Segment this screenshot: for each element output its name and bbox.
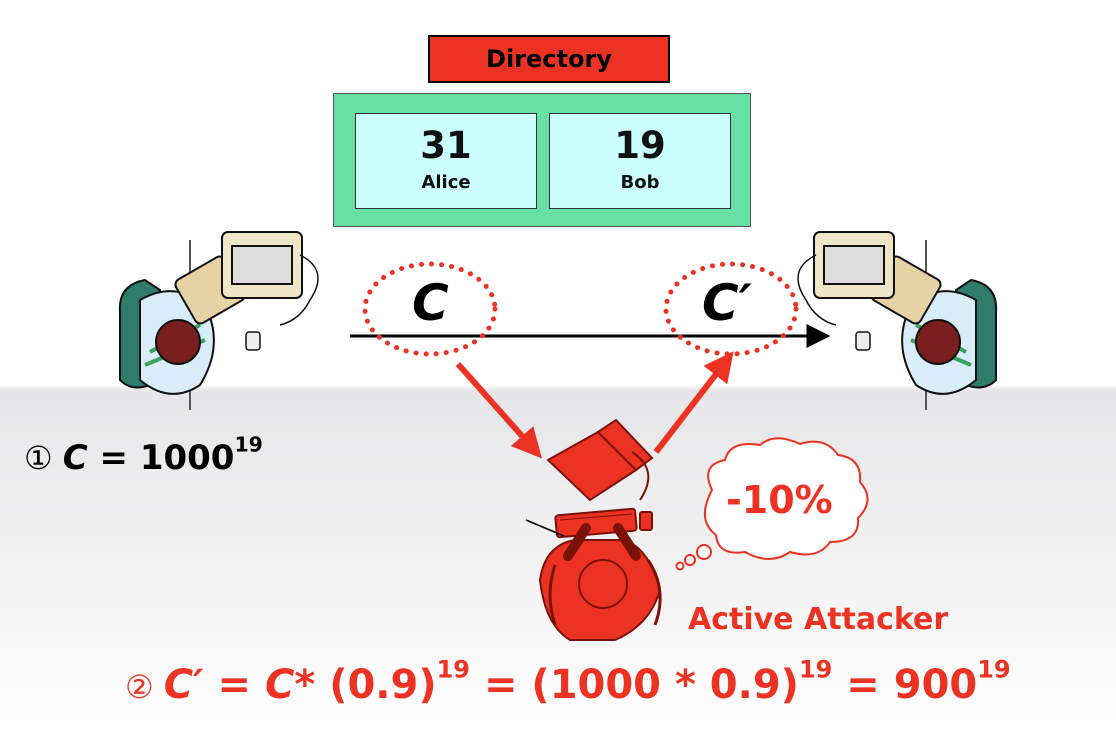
eq2-exp3: 19 <box>977 655 1011 684</box>
bob-computer-icon <box>797 231 998 410</box>
eq1-equals: = <box>99 438 128 478</box>
eq2-part3: * (0.9) <box>294 662 437 708</box>
eq2-part2: C <box>264 662 295 708</box>
eq2-part4: (1000 * 0.9) <box>531 662 799 708</box>
step-2-marker: ② <box>125 668 154 706</box>
eq2-equals-2: = <box>483 662 518 708</box>
bob-label: Bob <box>620 172 660 193</box>
eq2-equals-3: = <box>846 662 880 708</box>
attacker-computer-icon <box>525 418 662 641</box>
attacker-label: Active Attacker <box>688 602 949 637</box>
thought-cloud-icon <box>675 437 869 571</box>
eq1-exp: 19 <box>234 432 263 457</box>
alice-computer-icon <box>118 231 319 410</box>
eq2-part1: C′ <box>163 662 204 708</box>
directory-title: Directory <box>428 35 670 83</box>
eq2-exp1: 19 <box>436 655 471 684</box>
eq2-equals-1: = <box>217 662 252 708</box>
eq1-lhs: C <box>62 438 88 478</box>
directory-entry-bob: 19 Bob <box>549 113 731 209</box>
forward-arrow <box>653 351 734 454</box>
received-message-ellipse <box>663 261 799 357</box>
bob-key: 19 <box>614 124 666 167</box>
directory-entry-alice: 31 Alice <box>355 113 537 209</box>
directory-box: 31 Alice 19 Bob <box>333 93 751 227</box>
received-message-symbol: C′ <box>702 274 752 332</box>
intercept-arrow <box>455 362 542 459</box>
step-1-marker: ① <box>24 439 53 477</box>
eq2-exp2: 19 <box>798 655 833 684</box>
sent-message-symbol: C <box>412 274 449 332</box>
alice-label: Alice <box>421 172 471 193</box>
sent-message-ellipse <box>362 261 498 357</box>
eq2-part5: 900 <box>893 662 978 708</box>
thought-text: -10% <box>726 478 833 522</box>
alice-key: 31 <box>420 124 472 167</box>
eq1-base: 1000 <box>139 438 235 478</box>
